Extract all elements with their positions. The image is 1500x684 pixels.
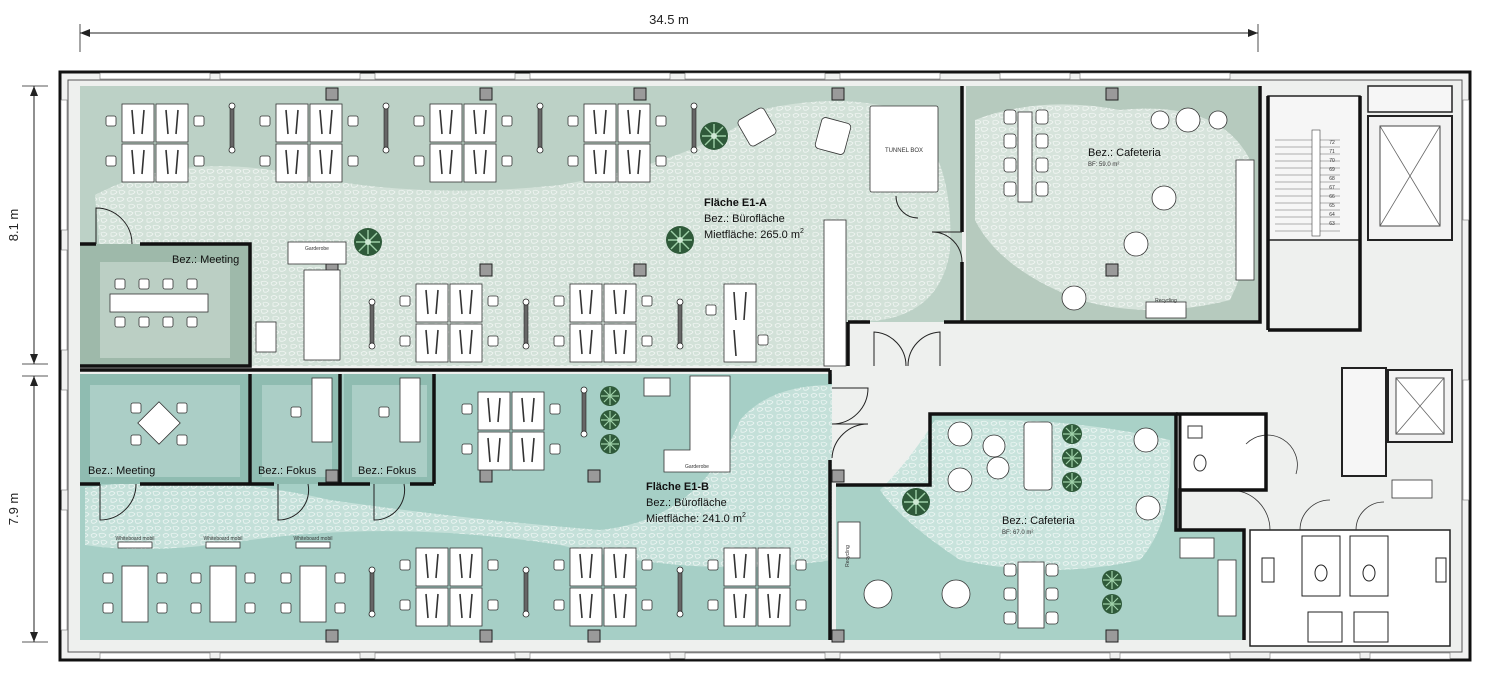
dimension-width: 34.5 m [79,12,1259,52]
area-e1b-title: Fläche E1-B [646,481,709,493]
whiteboard-label-1: Whiteboard mobil [116,536,155,542]
area-e1a-rent-line: Mietfläche: 265.0 m2 [704,228,804,241]
bottom-left-tables [102,541,346,623]
stair-step-number: 66 [1329,194,1335,200]
dimension-height-top: 8.1 m [6,85,48,365]
area-label-e1b: Fläche E1-B Bez.: Bürofläche Mietfläche:… [646,481,746,525]
meeting-top-label: Bez.: Meeting [172,254,239,266]
stair-step-number: 63 [1329,221,1335,227]
meeting-bottom-label: Bez.: Meeting [88,465,155,477]
counter-bar [823,219,847,367]
windows [60,72,1470,660]
whiteboard-label-3: Whiteboard mobil [294,536,333,542]
recycling-bottom-label: Recycling [845,545,851,567]
stair-step-number: 71 [1329,149,1335,155]
cafeteria-bottom-label: Bez.: Cafeteria [1002,515,1076,527]
area-label-e1a: Fläche E1-A Bez.: Bürofläche Mietfläche:… [704,197,804,241]
stair-step-number: 67 [1329,185,1335,191]
meeting-bottom-table [130,401,188,446]
walls [80,86,1362,640]
recycling-top-label: Recycling [1155,298,1177,304]
workstations-top-row [105,103,769,363]
fokus-1-label: Bez.: Fokus [258,465,317,477]
lounge-furniture [737,105,939,193]
stair-step-number: 64 [1329,212,1335,218]
cafeteria-top-furniture [1003,107,1255,319]
stair-step-number: 68 [1329,176,1335,182]
dimension-height-top-label: 8.1 m [6,209,21,242]
doors [95,195,963,521]
area-e1a-title: Fläche E1-A [704,197,767,209]
area-e1b-rent-line: Mietfläche: 241.0 m2 [646,512,746,525]
stair-step-numbers: 72 71 70 69 68 67 66 65 64 63 [1329,140,1335,227]
whiteboard-label-2: Whiteboard mobil [204,536,243,542]
cafeteria-bottom-bf: BF: 67.0 m² [1002,530,1033,536]
area-e1a-type: Bez.: Bürofläche [704,213,785,225]
garderobe-top-label: Garderobe [305,246,329,252]
wc-accessible [1178,412,1268,492]
stair-step-number: 70 [1329,158,1335,164]
meeting-top-table [109,278,209,328]
fokus-desks [290,377,421,443]
area-e1a-rent-sup: 2 [800,228,804,235]
cafeteria-bottom-furniture [837,421,1237,629]
area-e1b-rent-sup: 2 [742,512,746,519]
dimension-height-bottom-label: 7.9 m [6,493,21,526]
cafeteria-top-label: Bez.: Cafeteria [1088,147,1162,159]
fokus-2-label: Bez.: Fokus [358,465,417,477]
stair-step-number: 69 [1329,167,1335,173]
dimension-width-label: 34.5 m [649,12,689,27]
stair-step-number: 65 [1329,203,1335,209]
tunnel-box-label: TUNNEL BOX [885,148,923,154]
dimension-height-bottom: 7.9 m [6,375,48,643]
stair-step-number: 72 [1329,140,1335,146]
garderobe-bottom-label: Garderobe [685,464,709,470]
area-e1b-type: Bez.: Bürofläche [646,497,727,509]
area-e1a-rent: Mietfläche: 265.0 m [704,229,800,241]
cafeteria-top-bf: BF: 59.0 m² [1088,162,1119,168]
area-e1b-rent: Mietfläche: 241.0 m [646,513,742,525]
